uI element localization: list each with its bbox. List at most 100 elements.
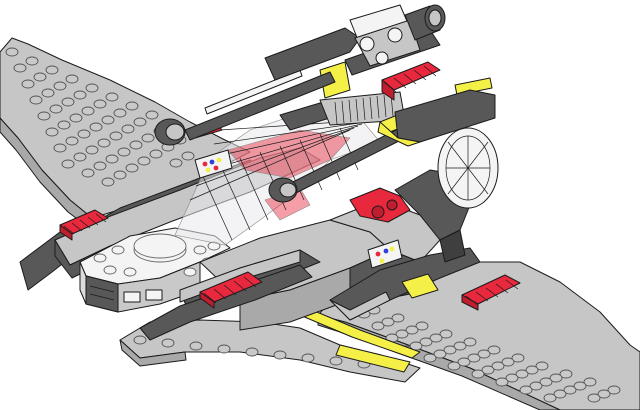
- stud: [487, 345, 501, 355]
- stud: [447, 361, 461, 371]
- stud: [467, 353, 481, 363]
- stud: [505, 373, 519, 383]
- stud: [419, 337, 433, 347]
- stud: [133, 117, 147, 127]
- panel-line: [475, 291, 489, 302]
- panel-line: [403, 73, 417, 85]
- stud: [21, 79, 35, 89]
- stud: [597, 389, 611, 399]
- stud: [61, 159, 75, 169]
- right-wing-studs: [343, 297, 621, 403]
- panel-line: [362, 97, 366, 121]
- panel-line: [465, 295, 479, 306]
- stud: [137, 156, 151, 166]
- indicator-lights: [194, 149, 403, 269]
- panel-line: [63, 225, 75, 235]
- stud: [525, 365, 539, 375]
- stud: [391, 313, 405, 323]
- panel-line: [213, 121, 367, 145]
- stud: [93, 253, 107, 263]
- stud: [73, 152, 87, 162]
- panel-line: [195, 127, 355, 187]
- cockpit-studs: [93, 241, 221, 277]
- bottom-plate: [119, 319, 421, 383]
- stud: [405, 325, 419, 335]
- panel-line: [223, 284, 237, 296]
- stud: [73, 90, 87, 100]
- panel-line: [505, 279, 519, 290]
- stud: [559, 369, 573, 379]
- panel-line: [189, 129, 351, 201]
- stud: [193, 245, 207, 255]
- stud: [371, 321, 385, 331]
- panel-line: [341, 100, 345, 124]
- stud: [125, 163, 139, 173]
- stud: [129, 140, 143, 150]
- stud: [53, 143, 67, 153]
- stud: [169, 158, 183, 168]
- stud: [133, 335, 147, 345]
- stud: [69, 113, 83, 123]
- stud: [109, 131, 123, 141]
- stud: [457, 357, 471, 367]
- panel-line: [203, 292, 217, 304]
- stud: [85, 145, 99, 155]
- stud: [123, 267, 137, 277]
- stud: [453, 341, 467, 351]
- stud: [491, 361, 505, 371]
- stud: [5, 47, 19, 57]
- stud: [381, 317, 395, 327]
- stud: [583, 377, 597, 387]
- stud: [149, 149, 163, 159]
- panel-line: [348, 99, 352, 123]
- stud: [463, 337, 477, 347]
- panel-line: [485, 287, 499, 298]
- stud: [549, 373, 563, 383]
- stud: [105, 154, 119, 164]
- stud: [41, 88, 55, 98]
- panel-line: [71, 222, 83, 232]
- stud: [33, 72, 47, 82]
- panel-line: [243, 276, 257, 288]
- stud: [415, 321, 429, 331]
- stud: [65, 74, 79, 84]
- stud: [423, 353, 437, 363]
- panel-line: [199, 169, 233, 241]
- stud: [481, 365, 495, 375]
- stud: [49, 104, 63, 114]
- stud: [573, 381, 587, 391]
- stud: [539, 377, 553, 387]
- red-grille: [63, 65, 519, 306]
- panel-line: [95, 213, 107, 223]
- stud: [97, 138, 111, 148]
- laser-cannon-barrel: [154, 4, 496, 203]
- stud: [245, 347, 259, 357]
- stud: [13, 63, 27, 73]
- stud: [93, 99, 107, 109]
- stud: [477, 349, 491, 359]
- transparent-canopy: [174, 91, 406, 246]
- stud: [433, 349, 447, 359]
- panel-line: [213, 288, 227, 300]
- stud: [29, 95, 43, 105]
- stud: [113, 170, 127, 180]
- stud: [189, 341, 203, 351]
- stud: [495, 377, 509, 387]
- stud: [141, 133, 155, 143]
- stud: [395, 329, 409, 339]
- stud: [45, 127, 59, 137]
- stud: [515, 369, 529, 379]
- panel-line: [207, 123, 363, 159]
- stud: [113, 108, 127, 118]
- stud: [145, 110, 159, 120]
- stud: [563, 385, 577, 395]
- stud: [519, 385, 533, 395]
- panel-line: [495, 283, 509, 294]
- stud: [429, 333, 443, 343]
- stud: [81, 106, 95, 116]
- stud: [587, 393, 601, 403]
- panel-line: [413, 69, 427, 81]
- stud: [101, 115, 115, 125]
- stud: [183, 267, 197, 277]
- stud: [45, 65, 59, 75]
